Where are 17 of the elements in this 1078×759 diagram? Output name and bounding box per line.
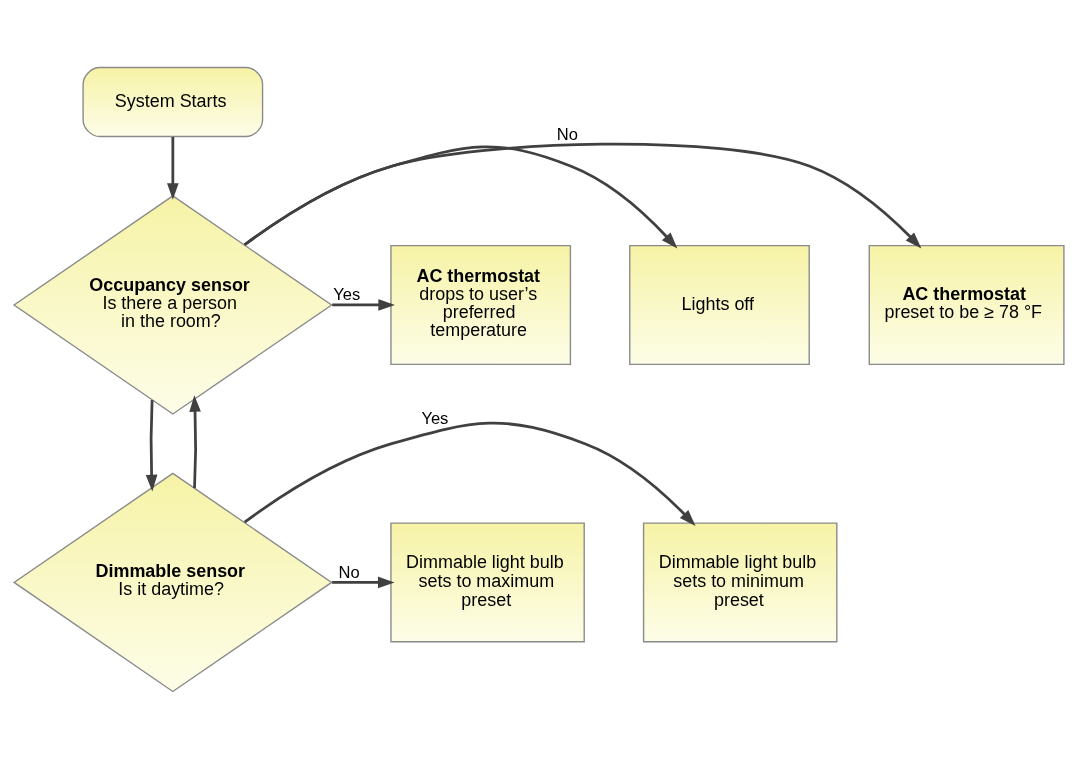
arrow bbox=[145, 400, 158, 492]
arrow bbox=[243, 142, 922, 249]
arrow bbox=[189, 395, 201, 489]
node-box: Dimmable light bulb sets to maximum preset bbox=[390, 522, 585, 643]
node-box: Lights off bbox=[629, 244, 810, 365]
arrow bbox=[332, 576, 395, 589]
edge-label: No bbox=[556, 124, 579, 144]
arrow bbox=[167, 136, 179, 200]
arrow bbox=[243, 421, 696, 526]
node-box: System Starts bbox=[82, 66, 264, 138]
edge-label: No bbox=[338, 562, 360, 582]
edge-label: Yes bbox=[333, 285, 361, 305]
node-box: Dimmable light bulb sets to minimum preset bbox=[642, 522, 838, 643]
node-box: AC thermostat preset to be ≥ 78 °F bbox=[868, 244, 1065, 365]
node-box: AC thermostat drops to user’s preferred temperature bbox=[390, 244, 572, 365]
arrow bbox=[332, 299, 395, 311]
edge-label: Yes bbox=[421, 408, 449, 428]
